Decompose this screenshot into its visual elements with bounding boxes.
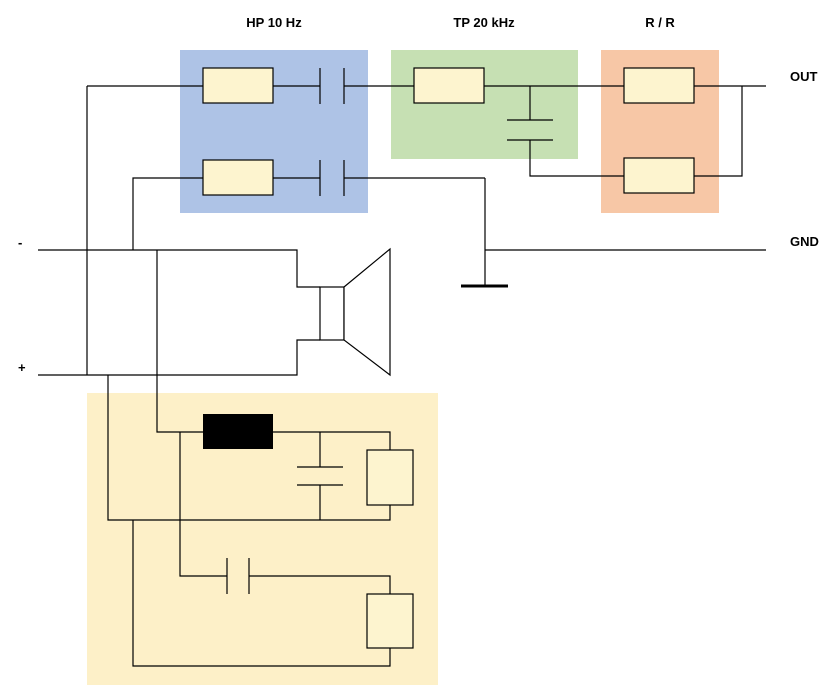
tp-capacitor [507,119,553,141]
out-label: OUT [790,69,818,84]
rr-label: R / R [645,15,675,30]
hp-capacitor-1 [319,68,345,104]
gnd-label: GND [790,234,819,249]
bottom-resistor-1 [366,449,414,506]
black-component [203,414,273,449]
hp-resistor-2 [202,159,274,196]
bottom-capacitor-2 [226,558,250,594]
hp-capacitor-2 [319,160,345,196]
second-row-wires [132,86,743,250]
ground [461,249,766,288]
minus-label: - [18,235,22,250]
speaker-icon [319,247,391,377]
tp-label: TP 20 kHz [453,15,515,30]
rr-resistor-1 [623,67,695,104]
rr-resistor-2 [623,157,695,194]
bottom-resistor-2 [366,593,414,649]
input-wires [38,249,320,433]
top-wires [86,85,766,375]
hp-resistor-1 [202,67,274,104]
tp-resistor [413,67,485,104]
plus-label: + [18,360,26,375]
bottom-wires [107,375,391,667]
hp-label: HP 10 Hz [246,15,302,30]
tp-block [391,50,578,159]
bottom-capacitor-1 [297,466,343,486]
